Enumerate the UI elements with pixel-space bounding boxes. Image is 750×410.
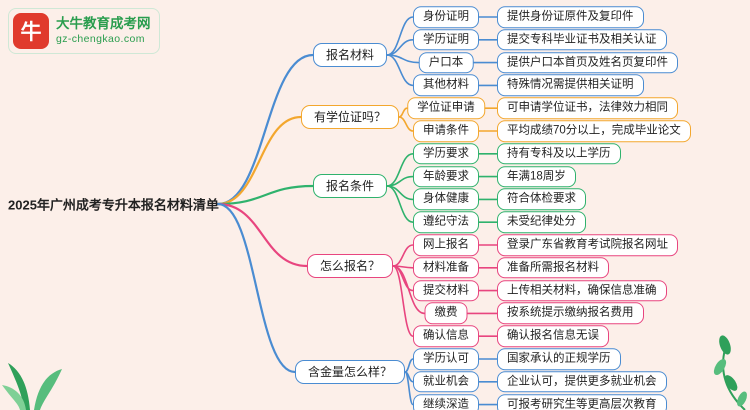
- value-node: 准备所需报名材料: [497, 257, 609, 279]
- site-name: 大牛教育成考网: [56, 16, 151, 31]
- edge: [386, 16, 414, 56]
- value-node: 年满18周岁: [497, 165, 576, 188]
- value-node: 企业认可，提供更多就业机会: [497, 371, 667, 393]
- edge: [398, 107, 408, 118]
- logo-text: 大牛教育成考网 gz-chengkao.com: [56, 16, 151, 46]
- value-node: 确认报名信息无误: [497, 325, 609, 347]
- branch-node: 含金量怎么样？: [294, 360, 406, 384]
- key-node: 身体健康: [413, 188, 479, 211]
- key-node: 身份证明: [413, 6, 479, 28]
- key-node: 网上报名: [413, 234, 479, 256]
- value-node: 国家承认的正规学历: [497, 348, 621, 370]
- key-node: 确认信息: [413, 325, 479, 347]
- value-node: 上传相关材料，确保信息准确: [497, 279, 667, 302]
- key-node: 学历证明: [413, 29, 479, 51]
- key-node: 申请条件: [413, 120, 479, 142]
- value-node: 平均成绩70分以上，完成毕业论文: [497, 120, 691, 142]
- edge: [404, 358, 414, 373]
- value-node: 未受纪律处分: [497, 211, 586, 233]
- logo-bull-icon: 牛: [13, 13, 49, 49]
- key-node: 户口本: [418, 51, 474, 74]
- key-node: 学历要求: [413, 143, 479, 165]
- edge: [398, 116, 414, 132]
- decoration-vine-right: [713, 335, 747, 410]
- key-node: 学位证申请: [407, 97, 485, 119]
- key-node: 就业机会: [413, 371, 479, 393]
- value-node: 持有专科及以上学历: [497, 143, 621, 165]
- decoration-plant-left: [2, 363, 62, 410]
- edge: [216, 184, 315, 206]
- value-node: 可申请学位证书，法律效力相同: [497, 97, 678, 119]
- value-node: 提交专科毕业证书及相关认证: [497, 29, 667, 51]
- value-node: 按系统提示缴纳报名费用: [497, 302, 644, 325]
- key-node: 遵纪守法: [413, 211, 479, 233]
- value-node: 可报考研究生等更高层次教育: [497, 393, 667, 410]
- edge: [216, 53, 315, 206]
- key-node: 年龄要求: [413, 165, 479, 188]
- value-node: 提供身份证原件及复印件: [497, 6, 644, 28]
- key-node: 学历认可: [413, 348, 479, 370]
- edge: [386, 185, 414, 223]
- edge: [392, 265, 414, 337]
- value-node: 特殊情况需提供相关证明: [497, 74, 644, 97]
- site-url: gz-chengkao.com: [56, 32, 145, 45]
- root-topic: 2025年广州成考专升本报名材料清单: [8, 197, 219, 213]
- edge: [386, 54, 414, 87]
- edge: [404, 371, 414, 406]
- edge: [392, 265, 426, 315]
- branch-node: 报名材料: [312, 43, 388, 67]
- edge: [392, 244, 414, 267]
- branch-node: 报名条件: [312, 174, 388, 198]
- key-node: 缴费: [424, 302, 468, 325]
- branch-node: 有学位证吗？: [300, 105, 400, 129]
- key-node: 其他材料: [413, 74, 479, 97]
- value-node: 符合体检要求: [497, 188, 586, 211]
- edge: [216, 202, 309, 268]
- edge: [216, 115, 303, 206]
- value-node: 提供户口本首页及姓名页复印件: [497, 51, 678, 74]
- branch-node: 怎么报名？: [306, 254, 394, 278]
- site-logo: 牛 大牛教育成考网 gz-chengkao.com: [8, 8, 160, 54]
- key-node: 材料准备: [413, 257, 479, 279]
- value-node: 登录广东省教育考试院报名网址: [497, 234, 678, 256]
- edge: [216, 202, 297, 374]
- key-node: 继续深造: [413, 393, 479, 410]
- key-node: 提交材料: [413, 279, 479, 302]
